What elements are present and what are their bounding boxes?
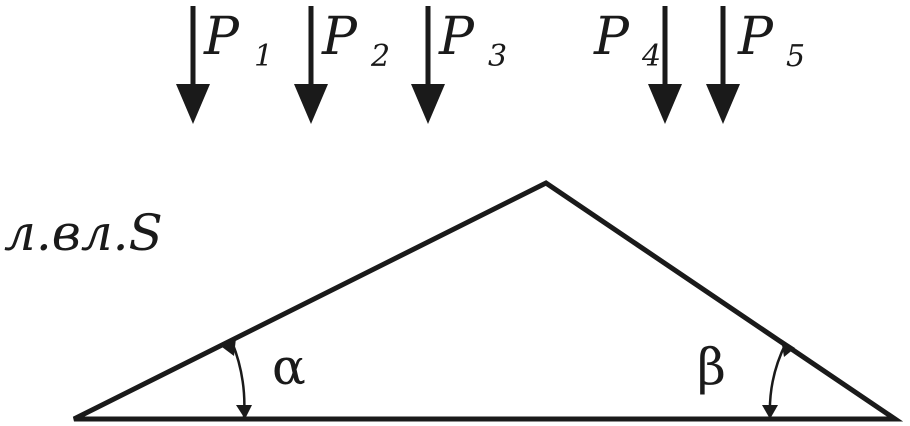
angle-alpha-marker: α xyxy=(222,338,306,419)
load-p2: P 2 xyxy=(294,6,390,124)
load-p3-arrowhead-icon xyxy=(411,84,445,124)
influence-line-triangle xyxy=(72,180,904,422)
load-p4-index: 4 xyxy=(641,39,661,74)
load-p1-arrowhead-icon xyxy=(176,84,210,124)
load-p4-letter: P xyxy=(593,7,630,67)
load-p1-index: 1 xyxy=(254,39,273,74)
load-p4-arrowhead-icon xyxy=(648,84,682,124)
load-p5: P 5 xyxy=(706,6,805,124)
angle-beta-marker: β xyxy=(697,338,795,419)
load-p2-index: 2 xyxy=(370,39,390,74)
angle-beta-arrow-bottom-icon xyxy=(762,405,778,419)
load-p5-letter: P xyxy=(737,7,774,67)
load-p2-letter: P xyxy=(321,7,358,67)
load-p1-letter: P xyxy=(203,7,240,67)
load-p3-letter: P xyxy=(438,7,475,67)
influence-line-label: л.вл.S xyxy=(4,204,163,262)
angle-alpha-arrow-bottom-icon xyxy=(236,405,252,419)
load-p3: P 3 xyxy=(411,6,507,124)
load-p5-arrowhead-icon xyxy=(706,84,740,124)
load-p3-index: 3 xyxy=(488,39,507,74)
angle-beta-arrow-top-icon xyxy=(781,339,795,357)
load-p1: P 1 xyxy=(176,6,273,124)
load-p2-arrowhead-icon xyxy=(294,84,328,124)
angle-alpha-label: α xyxy=(272,338,306,396)
load-p5-index: 5 xyxy=(786,39,805,74)
angle-alpha-arrow-top-icon xyxy=(222,338,236,356)
load-p4: P 4 xyxy=(593,6,682,124)
angle-beta-label: β xyxy=(697,338,726,396)
